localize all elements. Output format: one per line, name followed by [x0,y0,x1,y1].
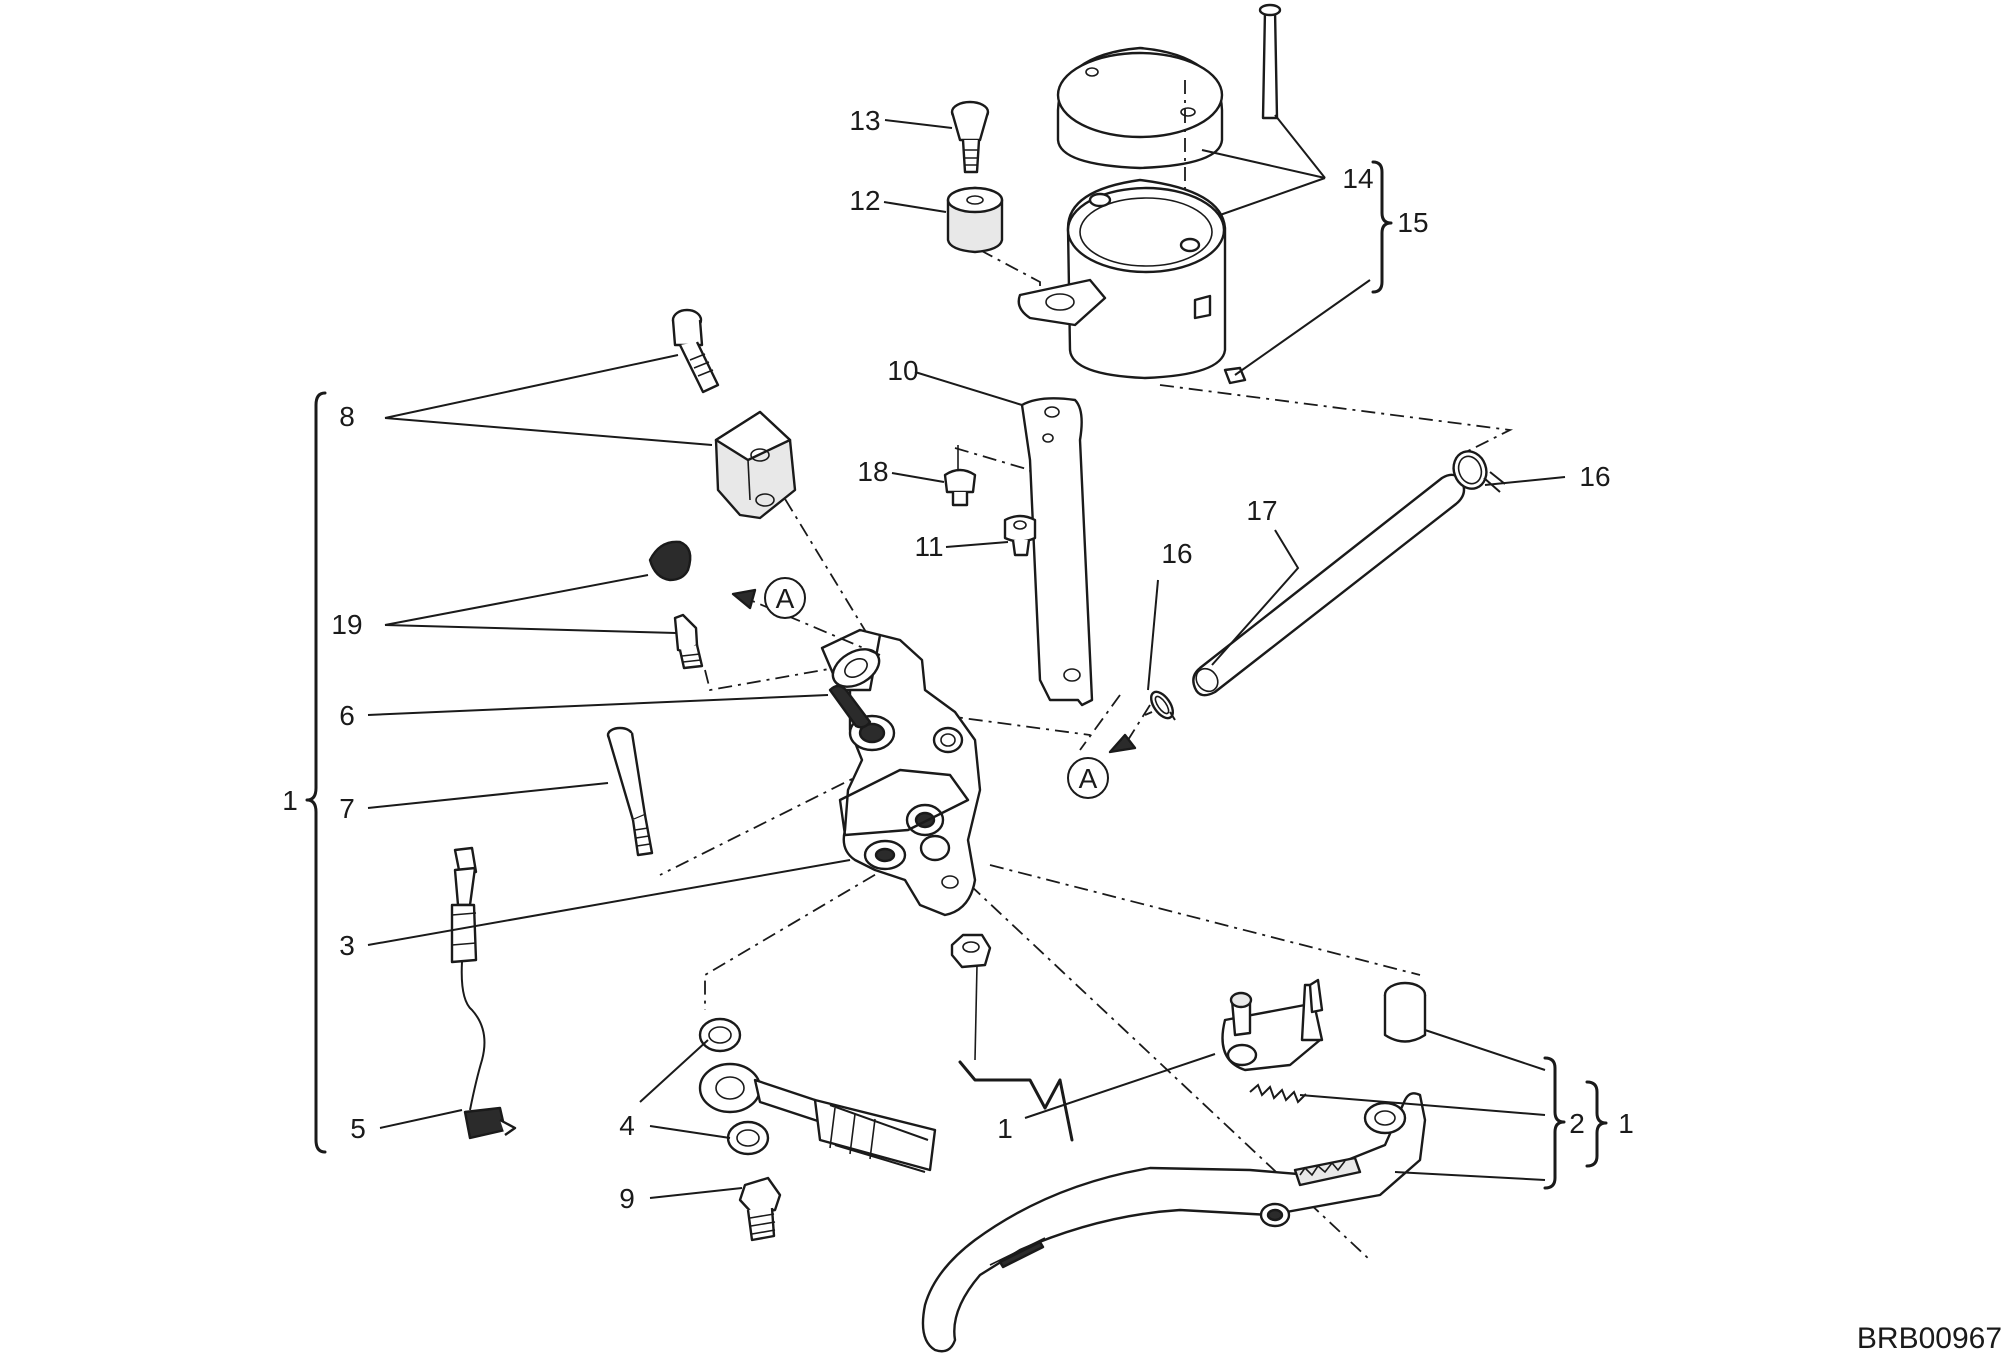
callout-leaders [367,114,1566,1199]
lever-adjuster [1221,978,1324,1072]
brace-group-1-right [1585,1080,1608,1168]
section-marker-label-lower: A [1079,763,1098,794]
plastic-rivet [943,445,977,507]
callout-13: 13 [849,105,880,136]
callout-8: 8 [339,401,355,432]
callout-7: 7 [339,793,355,824]
grommet-bolt [950,100,990,174]
callout-14: 14 [1342,163,1373,194]
callout-18: 18 [857,456,888,487]
brake-lever [921,1092,1427,1353]
callout-15: 15 [1397,207,1428,238]
cap-nut [714,410,797,520]
callout-12: 12 [849,185,880,216]
callout-5: 5 [350,1113,366,1144]
callout-16-right: 16 [1579,461,1610,492]
rubber-grommet [946,186,1004,254]
callout-numbers: 8 19 6 1 7 3 5 4 9 13 12 10 18 11 14 15 … [282,105,2002,1355]
hose-clamp-lower [1144,690,1176,721]
brace-group-1-lower [958,1060,1074,1142]
mounting-bolt [671,308,720,394]
section-arrow-upper: A [731,577,881,656]
callout-1-lower: 1 [997,1113,1013,1144]
brace-group-2 [1543,1056,1566,1190]
callout-1-left: 1 [282,785,298,816]
callout-17: 17 [1246,495,1277,526]
banjo-fitting-washer-lower [726,1120,770,1156]
section-marker-label-upper: A [776,583,795,614]
callout-1-right: 1 [1618,1108,1634,1139]
reservoir-cap [1056,46,1224,215]
brake-switch-plunger [828,684,872,729]
reservoir-screw [1258,3,1282,120]
callout-10: 10 [887,355,918,386]
callout-9: 9 [619,1183,635,1214]
reservoir-body [1017,178,1247,385]
callout-3: 3 [339,930,355,961]
callout-11: 11 [914,531,943,562]
bleed-valve-cap [648,540,692,582]
callout-19: 19 [331,609,362,640]
section-arrow-lower: A [1067,704,1151,799]
lever-spacer [1383,981,1427,1043]
lever-spring [1249,1083,1307,1104]
reservoir-hose [1192,473,1466,697]
banjo-bolt [738,1176,782,1242]
bleed-valve [673,613,704,670]
callout-4: 4 [619,1110,635,1141]
banjo-fitting-washer-upper [698,1017,742,1053]
brake-light-switch [450,846,517,1140]
banjo-fitting [698,1062,937,1173]
pivot-pin [606,726,654,857]
callout-16-lower: 16 [1161,538,1192,569]
lever-pivot-nut [950,933,992,969]
reservoir-bracket [1020,397,1094,707]
callout-6: 6 [339,700,355,731]
brace-group-15 [1371,160,1393,294]
brace-group-left [305,391,327,1154]
drawing-reference-code: BRB00967 [1857,1322,2002,1355]
bracket-nut [1003,514,1037,557]
master-cylinder-body [820,628,982,917]
callout-2: 2 [1569,1108,1585,1139]
